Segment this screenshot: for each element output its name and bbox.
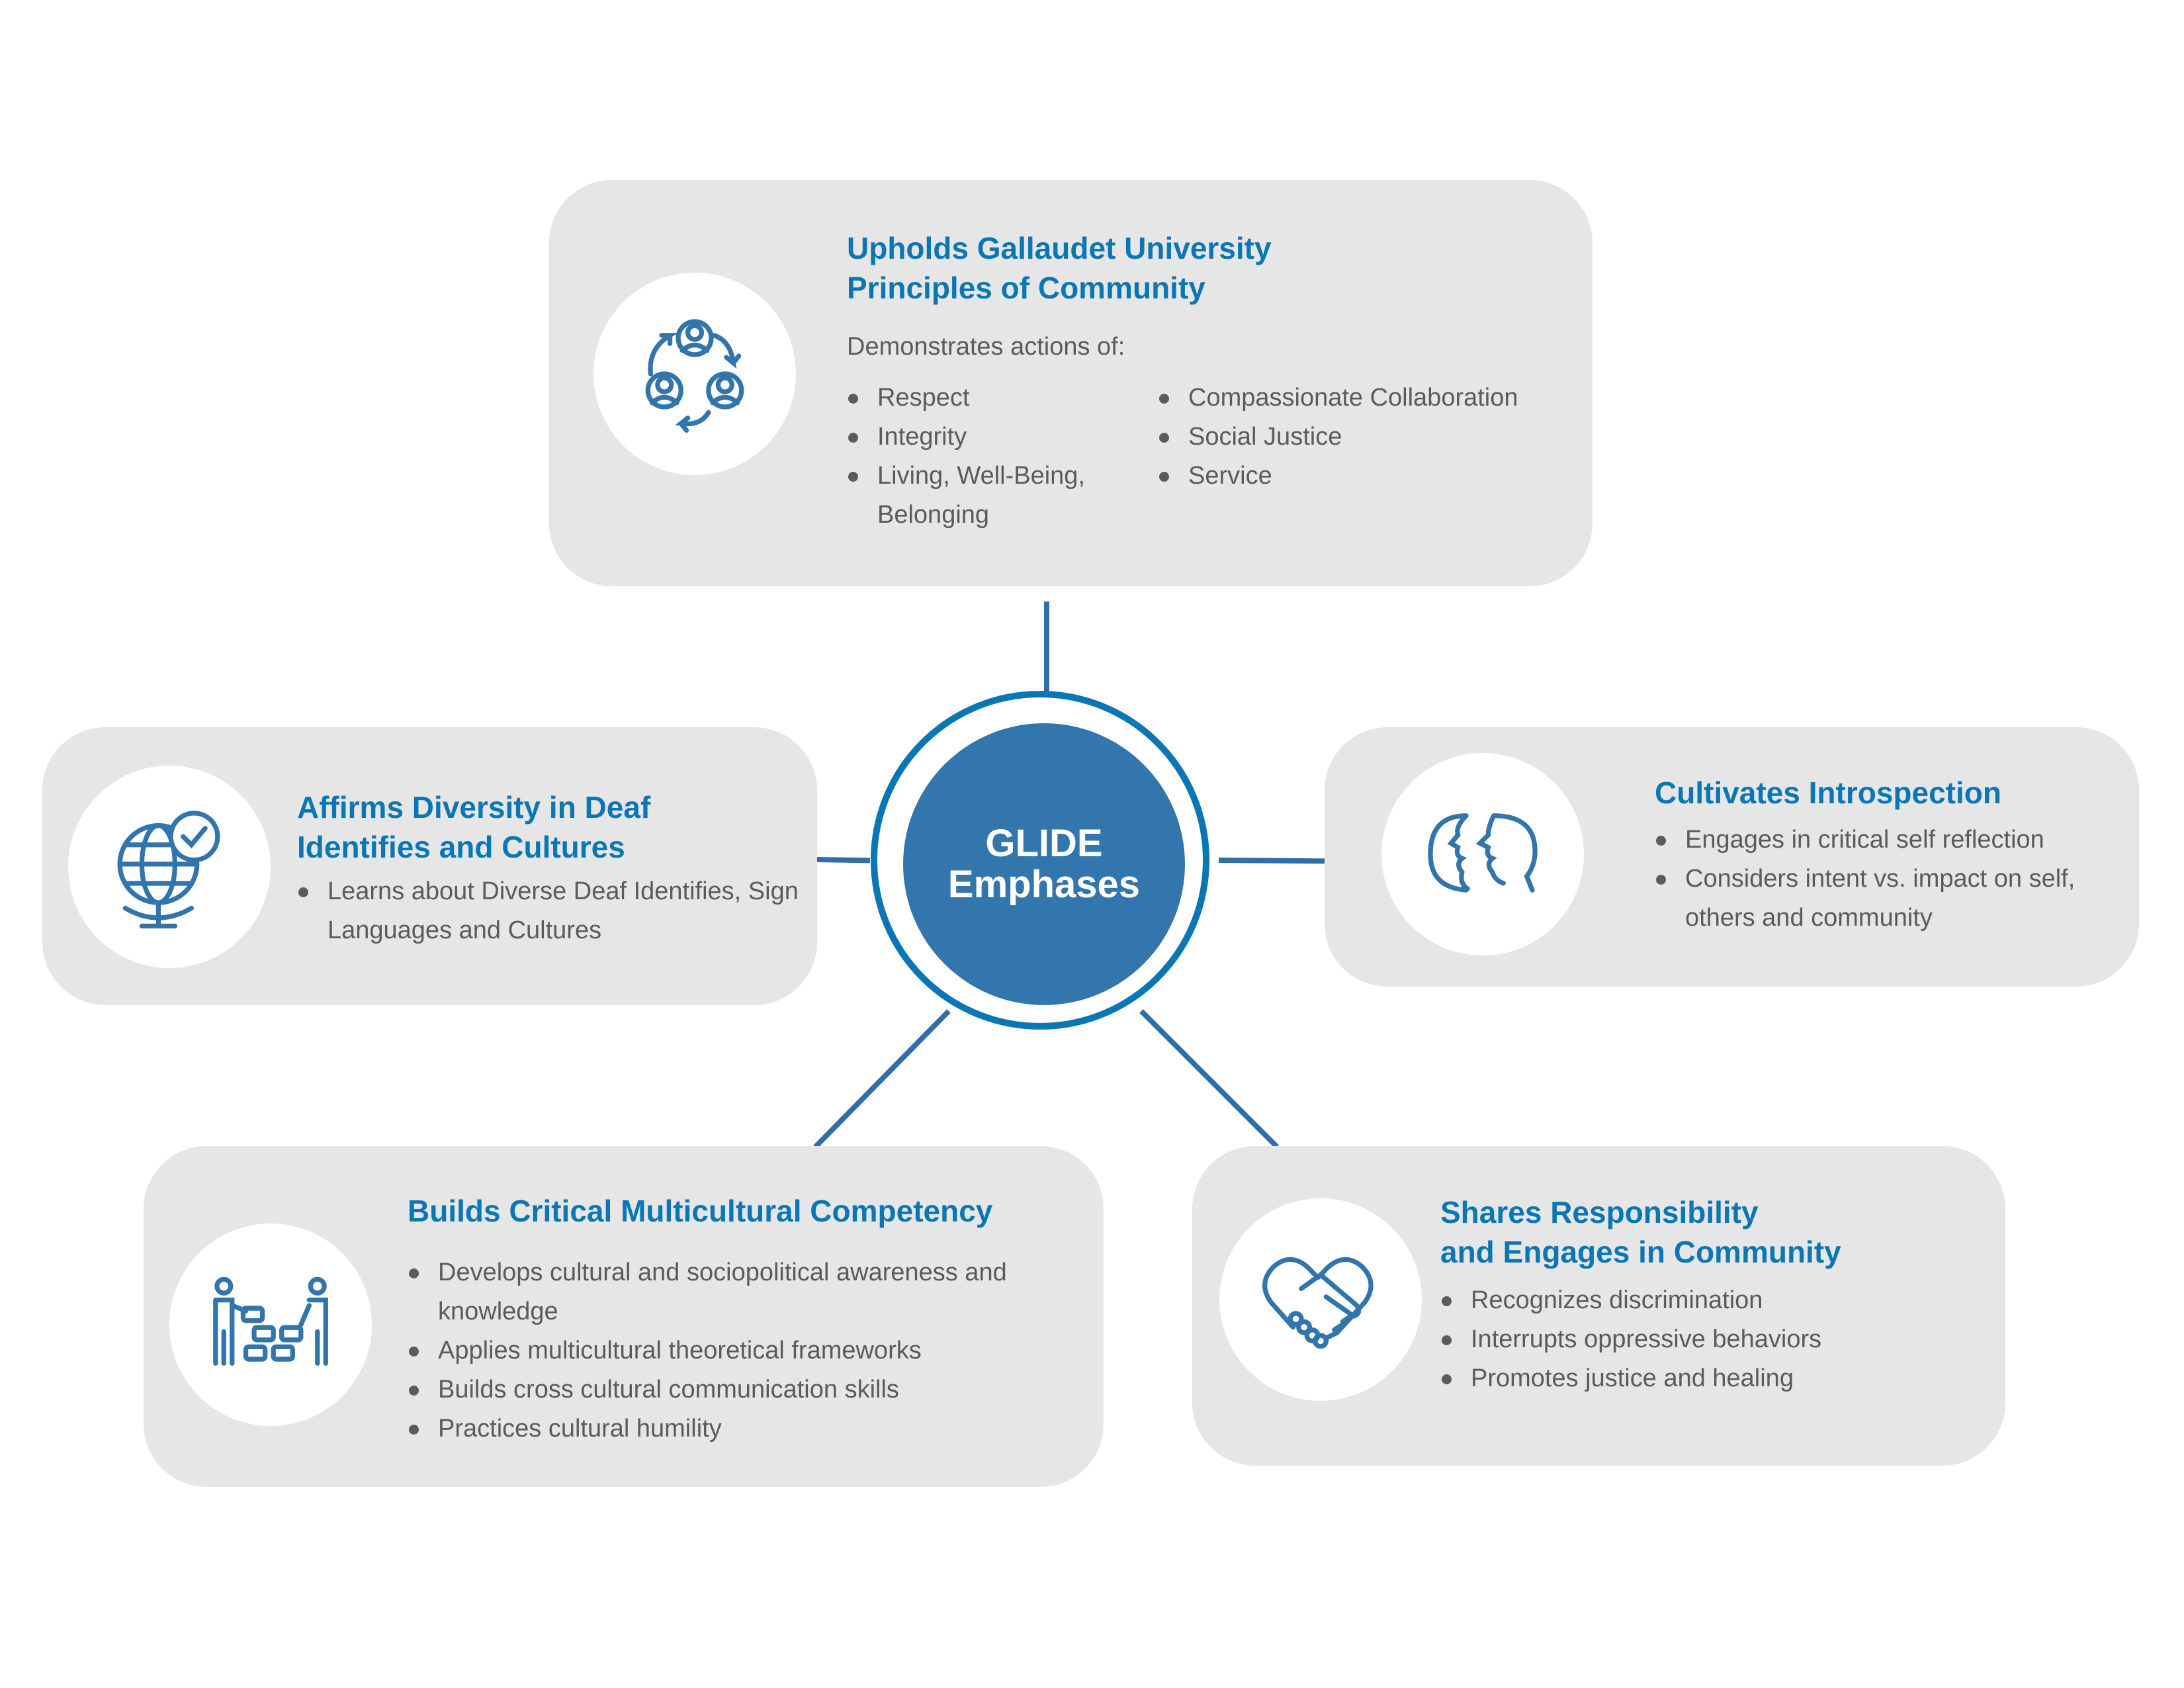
competency-list: Develops cultural and sociopolitical awa… bbox=[408, 1253, 1089, 1448]
list-item: Promotes justice and healing bbox=[1440, 1359, 1983, 1398]
faces-profile-icon bbox=[1381, 753, 1584, 955]
list-item: Recognizes discrimination bbox=[1440, 1281, 1983, 1320]
list-item: Integrity bbox=[847, 418, 1112, 457]
list-item: Living, Well-Being, Belonging bbox=[847, 457, 1112, 535]
community-cycle-icon bbox=[593, 273, 796, 475]
title-line: Principles of Community bbox=[847, 271, 1205, 305]
list-item: Respect bbox=[847, 378, 1112, 418]
title-line: Affirms Diversity in Deaf bbox=[297, 790, 651, 824]
center-title-line2: Emphases bbox=[947, 863, 1141, 906]
center-circle: GLIDE Emphases bbox=[903, 723, 1185, 1005]
competency-title: Builds Critical Multicultural Competency bbox=[408, 1194, 993, 1228]
responsibility-title: Shares Responsibility and Engages in Comm… bbox=[1440, 1192, 1983, 1272]
list-item: Compassionate Collaboration bbox=[1158, 378, 1518, 418]
principles-subtitle: Demonstrates actions of: bbox=[847, 333, 1125, 361]
people-building-icon bbox=[169, 1223, 372, 1426]
title-line: Shares Responsibility bbox=[1440, 1195, 1759, 1229]
list-item: Practices cultural humility bbox=[408, 1409, 1089, 1448]
connector-bottom-left bbox=[813, 1009, 951, 1149]
connector-bottom-right bbox=[1139, 1009, 1279, 1149]
connector-top bbox=[1044, 601, 1049, 694]
list-item: Learns about Diverse Deaf Identifies, Si… bbox=[297, 872, 800, 950]
responsibility-text: Shares Responsibility and Engages in Comm… bbox=[1440, 1192, 1983, 1398]
center-title-line1: GLIDE bbox=[985, 822, 1103, 865]
connector-left bbox=[816, 857, 871, 864]
heart-handshake-icon bbox=[1219, 1198, 1422, 1401]
connector-right bbox=[1218, 858, 1327, 864]
competency-text: Builds Critical Multicultural Competency… bbox=[408, 1191, 1089, 1448]
list-item: Engages in critical self reflection bbox=[1655, 821, 2118, 860]
responsibility-list: Recognizes discrimination Interrupts opp… bbox=[1440, 1281, 1983, 1398]
principles-list-2: Compassionate Collaboration Social Justi… bbox=[1158, 378, 1518, 535]
title-line: Identifies and Cultures bbox=[297, 830, 625, 864]
list-item: Social Justice bbox=[1158, 418, 1518, 457]
list-item: Interrupts oppressive behaviors bbox=[1440, 1320, 1983, 1359]
globe-check-icon bbox=[68, 766, 271, 968]
list-item: Considers intent vs. impact on self, oth… bbox=[1655, 860, 2118, 938]
title-line: Upholds Gallaudet University bbox=[847, 231, 1272, 265]
principles-list-1: Respect Integrity Living, Well-Being, Be… bbox=[847, 378, 1112, 535]
list-item: Develops cultural and sociopolitical awa… bbox=[408, 1253, 1033, 1331]
list-item: Builds cross cultural communication skil… bbox=[408, 1370, 1089, 1409]
list-item: Applies multicultural theoretical framew… bbox=[408, 1331, 1089, 1370]
introspection-list: Engages in critical self reflection Cons… bbox=[1655, 821, 2118, 938]
diversity-list: Learns about Diverse Deaf Identifies, Si… bbox=[297, 872, 800, 950]
introspection-title: Cultivates Introspection bbox=[1655, 776, 2001, 810]
title-line: and Engages in Community bbox=[1440, 1235, 1841, 1269]
introspection-text: Cultivates Introspection Engages in crit… bbox=[1655, 773, 2118, 938]
list-item: Service bbox=[1158, 457, 1518, 496]
